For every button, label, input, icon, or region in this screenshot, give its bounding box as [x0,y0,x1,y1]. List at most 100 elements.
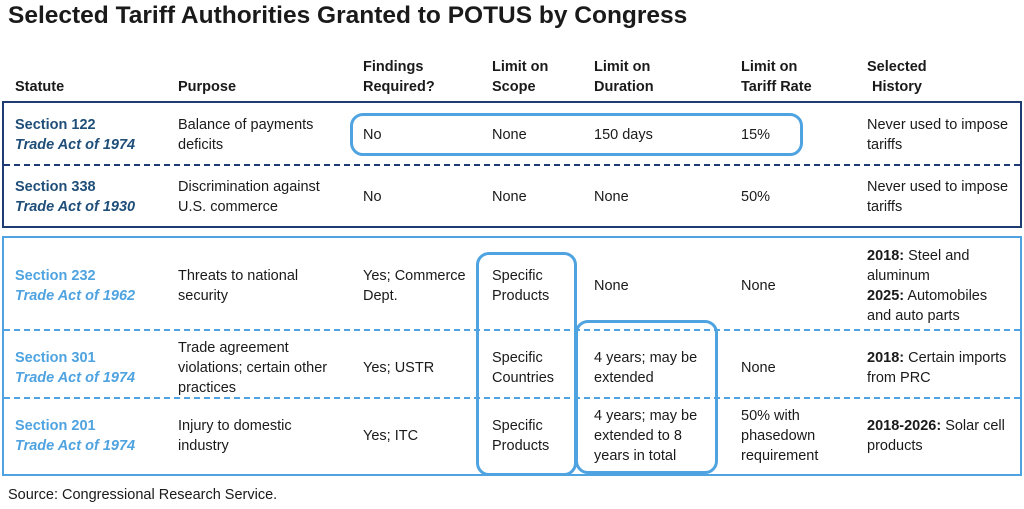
header-scope-line: Limit on [492,59,549,75]
rate-cell: None [741,278,776,294]
rate-cell: 50% [741,189,771,205]
header-history-line: History [872,79,922,95]
purpose-line: violations; certain other [178,360,328,376]
header-findings-line: Required? [363,79,435,95]
header-scope: Limit on Scope [492,57,548,97]
duration-cell: 4 years; may be extended [594,348,697,388]
purpose-line: Threats to national [178,268,299,284]
scope-cell: Specific Products [492,266,549,306]
statute-name: Section 122 [15,117,96,133]
history-year: 2018-2026: [867,418,942,434]
scope-line: Specific [492,418,543,434]
rate-cell: 50% with phasedown requirement [741,406,818,466]
history-text: Steel and [904,248,970,264]
duration-line: years in total [594,448,677,464]
scope-line: Specific [492,350,543,366]
statute-act: Trade Act of 1962 [15,288,136,304]
history-text: Solar cell [941,418,1005,434]
statute-cell: Section 338 Trade Act of 1930 [15,177,135,217]
history-line: 2025: Automobiles [867,286,987,306]
rate-cell: 15% [741,127,771,143]
statute-cell: Section 301 Trade Act of 1974 [15,348,135,388]
purpose-line: Trade agreement [178,340,289,356]
findings-cell: No [363,127,382,143]
header-rate: Limit on Tariff Rate [741,57,812,97]
history-cell: Never used to impose tariffs [867,177,1008,217]
header-findings-line: Findings [363,59,424,75]
row-separator [4,329,1020,331]
duration-cell: None [594,189,629,205]
statute-act: Trade Act of 1930 [15,199,136,215]
scope-cell: Specific Products [492,416,549,456]
header-rate-line: Tariff Rate [741,79,812,95]
rate-cell: None [741,360,776,376]
header-statute: Statute [15,79,65,95]
findings-cell: Yes; Commerce Dept. [363,266,466,306]
statute-cell: Section 232 Trade Act of 1962 [15,266,135,306]
findings-line: Yes; Commerce [363,268,466,284]
scope-line: Products [492,288,550,304]
header-duration-line: Limit on [594,59,651,75]
duration-cell: 150 days [594,127,653,143]
header-duration-line: Duration [594,79,654,95]
purpose-line: U.S. commerce [178,199,278,215]
purpose-line: practices [178,380,237,396]
history-cell: Never used to impose tariffs [867,115,1008,155]
history-year: 2018: [867,248,905,264]
duration-cell: 4 years; may be extended to 8 years in t… [594,406,697,466]
statute-name: Section 301 [15,350,96,366]
purpose-line: Discrimination against [178,179,320,195]
scope-line: Products [492,438,550,454]
purpose-line: Balance of payments [178,117,314,133]
rate-line: requirement [741,448,819,464]
history-line: 2018: Certain imports [867,348,1006,368]
purpose-cell: Threats to national security [178,266,298,306]
history-line: Never used to impose [867,117,1009,133]
header-history: Selected History [867,57,927,97]
purpose-line: industry [178,438,229,454]
history-cell: 2018: Steel and aluminum 2025: Automobil… [867,246,987,326]
history-text: Automobiles [904,288,988,304]
scope-cell: None [492,127,527,143]
history-line: aluminum [867,268,930,284]
rate-line: phasedown [741,428,816,444]
history-text: Certain imports [904,350,1007,366]
scope-cell: None [492,189,527,205]
statute-name: Section 338 [15,179,96,195]
history-line: 2018: Steel and [867,246,987,266]
statute-cell: Section 201 Trade Act of 1974 [15,416,135,456]
history-line: from PRC [867,370,931,386]
purpose-cell: Discrimination against U.S. commerce [178,177,320,217]
history-line: tariffs [867,199,903,215]
scope-line: Countries [492,370,555,386]
header-scope-line: Scope [492,79,536,95]
group-box-unused [2,101,1022,228]
duration-line: 4 years; may be [594,408,698,424]
purpose-line: security [178,288,228,304]
purpose-line: Injury to domestic [178,418,292,434]
duration-line: extended [594,370,654,386]
statute-act: Trade Act of 1974 [15,438,136,454]
purpose-cell: Trade agreement violations; certain othe… [178,338,327,398]
highlight-box-duration-limits [575,320,718,474]
page-title: Selected Tariff Authorities Granted to P… [8,2,688,29]
statute-name: Section 232 [15,268,96,284]
history-cell: 2018-2026: Solar cell products [867,416,1005,456]
history-line: and auto parts [867,308,960,324]
statute-act: Trade Act of 1974 [15,137,136,153]
duration-line: 4 years; may be [594,350,698,366]
scope-line: Specific [492,268,543,284]
header-history-line: Selected [867,59,927,75]
statute-act: Trade Act of 1974 [15,370,136,386]
highlight-box-section-122-limits [350,113,803,156]
duration-line: extended to 8 [594,428,682,444]
duration-cell: None [594,278,629,294]
header-purpose: Purpose [178,79,237,95]
history-line: 2018-2026: Solar cell [867,416,1005,436]
history-cell: 2018: Certain imports from PRC [867,348,1006,388]
row-separator [4,397,1020,399]
header-findings: Findings Required? [363,57,435,97]
statute-cell: Section 122 Trade Act of 1974 [15,115,135,155]
history-year: 2018: [867,350,905,366]
purpose-cell: Balance of payments deficits [178,115,313,155]
